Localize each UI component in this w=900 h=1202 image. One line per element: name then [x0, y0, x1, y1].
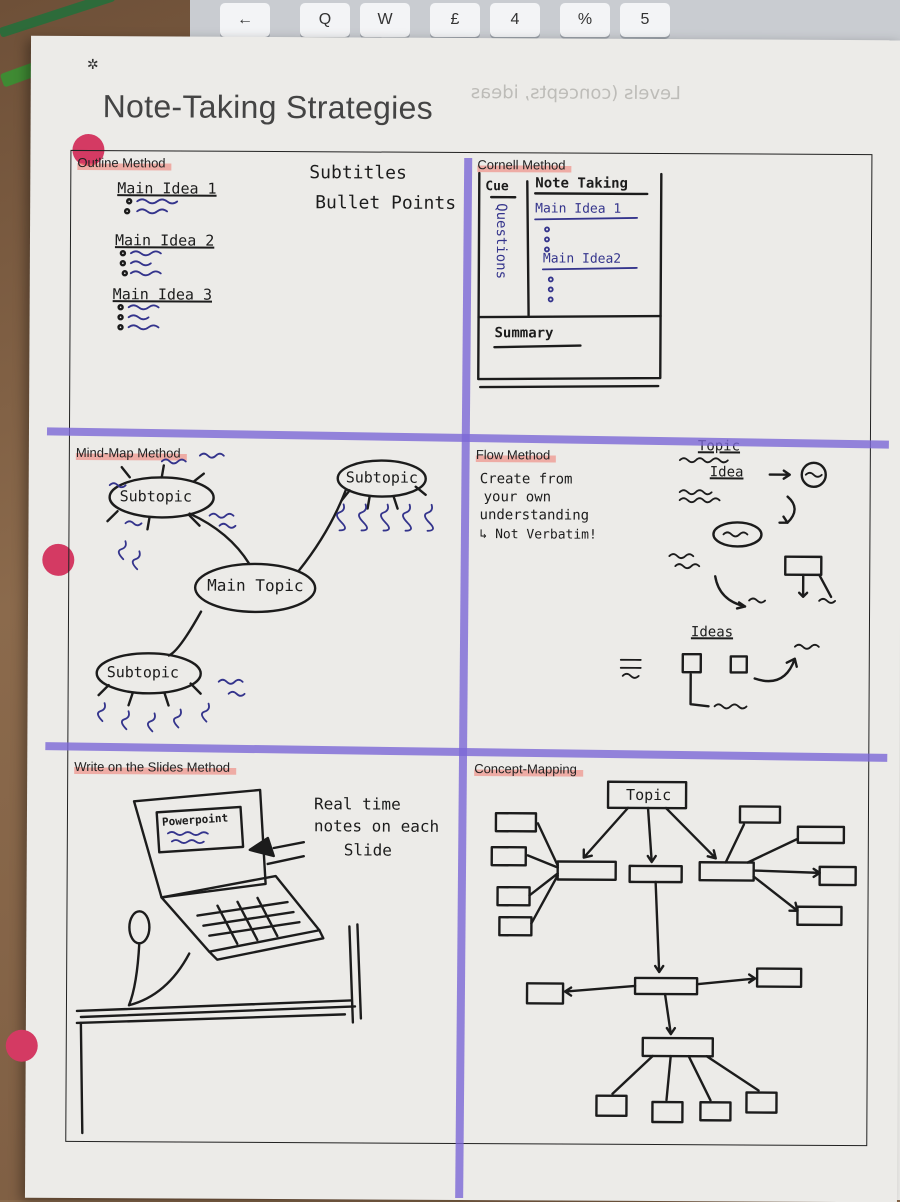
mindmap-subtopic: Subtopic	[106, 663, 180, 682]
strategy-grid: Outline Method Main Idea 1 Main Idea 2 M…	[65, 149, 873, 1147]
key-q: Q	[300, 3, 350, 37]
cornell-main-idea: Main Idea2	[542, 251, 622, 267]
binder-hole	[5, 1029, 38, 1062]
key-w: W	[360, 3, 410, 37]
bleed-through-text: Levels (concepts, ideas	[470, 82, 681, 105]
key-4: 4	[490, 3, 540, 37]
key-pound: £	[430, 3, 480, 37]
concept-mapping-cell: Concept-Mapping	[466, 757, 868, 1145]
outline-bullets-sketch	[117, 198, 179, 331]
cornell-frame-sketch	[477, 171, 663, 389]
cornell-cue-heading: Cue	[485, 179, 509, 195]
mindmap-method-cell: Mind-Map Method	[68, 441, 462, 753]
slides-method-cell: Write on the Slides Method	[66, 755, 460, 1143]
slides-note-line: Real time	[313, 794, 401, 814]
mindmap-subtopic: Subtopic	[345, 468, 419, 487]
bug-icon: ✲	[86, 56, 99, 73]
concept-topic-label: Topic	[626, 785, 672, 805]
cornell-method-cell: Cornell Method Cue Note Taki	[470, 153, 871, 441]
slides-note-line: notes on each	[313, 816, 440, 836]
mindmap-subtopic: Subtopic	[119, 487, 192, 506]
slides-note-line: Slide	[343, 840, 393, 860]
cornell-main-idea: Main Idea 1	[535, 201, 622, 217]
note-sheet: ✲ Note-Taking Strategies Levels (concept…	[5, 35, 900, 1202]
concept-map-sketch	[490, 780, 857, 1124]
flow-method-cell: Flow Method Create from your own underst…	[468, 438, 870, 755]
flow-diagram-sketch	[619, 457, 836, 710]
mindmap-sketch	[95, 452, 434, 733]
key-5: 5	[620, 3, 670, 37]
outline-method-cell: Outline Method Main Idea 1 Main Idea 2 M…	[70, 151, 463, 439]
key-arrow: ←	[220, 3, 270, 37]
laptop-sketch	[75, 788, 363, 1135]
cornell-note-taking-heading: Note Taking	[535, 175, 629, 192]
keyboard: ← Q W £ 4 % 5	[190, 0, 900, 45]
mindmap-main-topic: Main Topic	[207, 575, 304, 596]
page-title: Note-Taking Strategies	[102, 88, 434, 126]
cornell-summary-label: Summary	[494, 325, 554, 342]
cornell-questions-label: Questions	[492, 203, 510, 280]
key-percent: %	[560, 3, 610, 37]
